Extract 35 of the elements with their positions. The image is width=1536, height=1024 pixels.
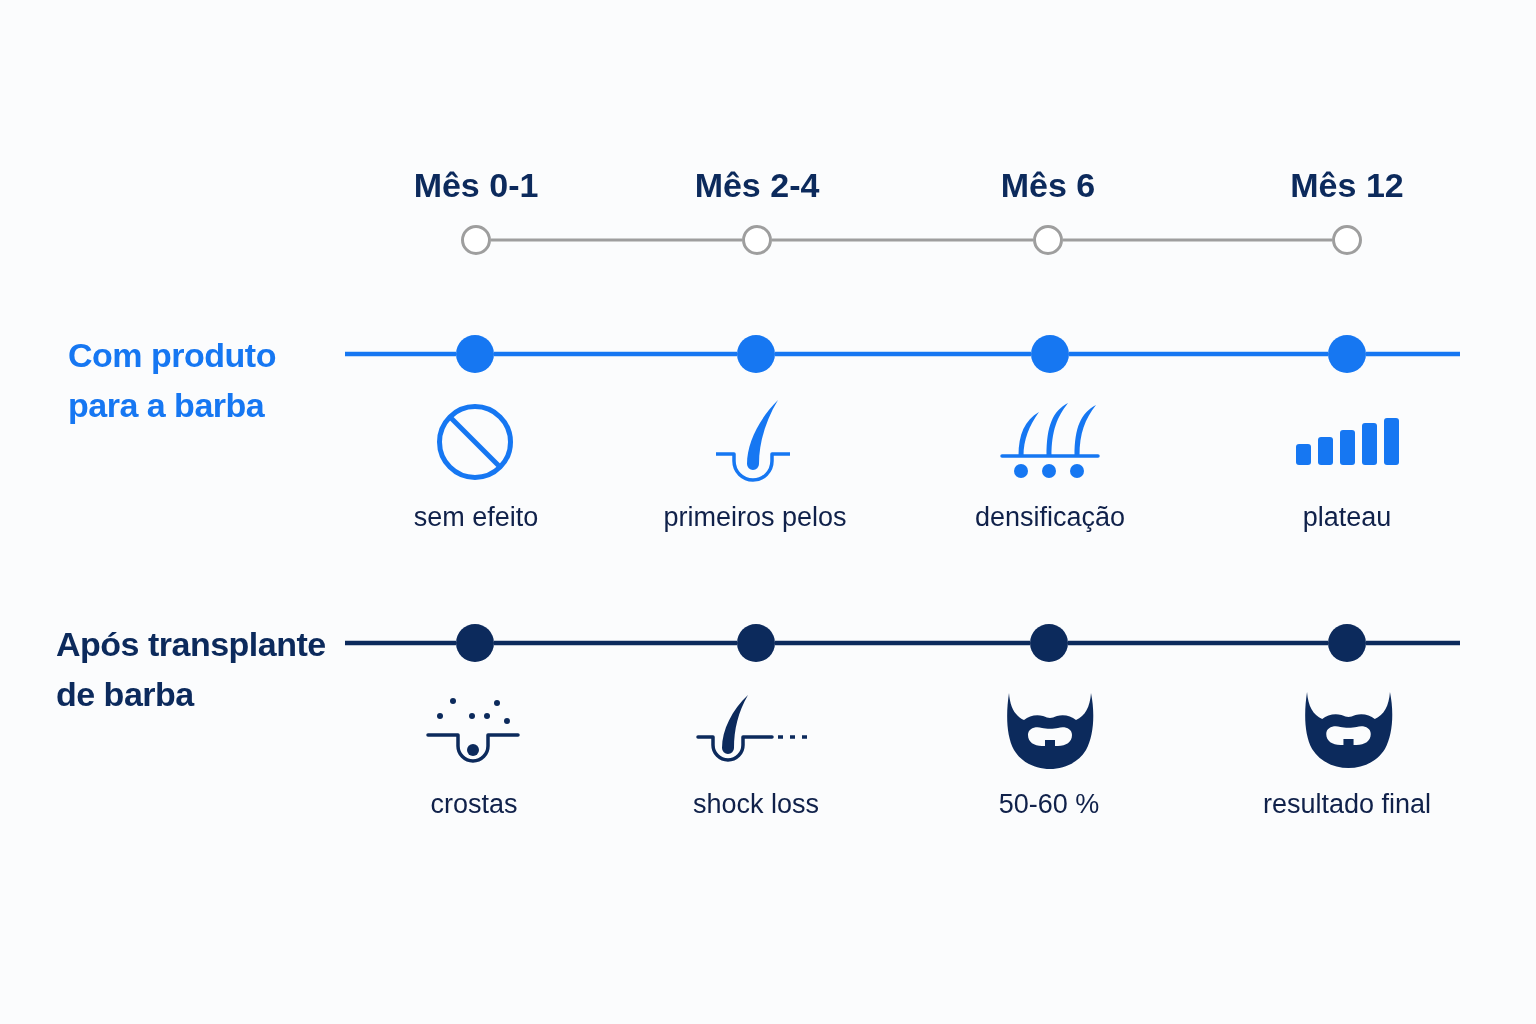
month-label: Mês 0-1 [413,165,539,205]
stage-caption: 50-60 % [998,788,1100,820]
timeline-line [491,238,742,242]
timeline-line [1063,238,1332,242]
row-heading: Após transplante de barba [56,624,327,715]
timeline-line [345,351,456,357]
timeline-line [1366,351,1460,357]
stage-caption: sem efeito [413,501,539,533]
stage-caption: crostas [430,788,518,820]
timeline-line [1068,640,1328,646]
timeline-line [775,640,1030,646]
stage-caption: densificação [974,501,1126,533]
month-label: Mês 6 [1000,165,1096,205]
timeline-line [345,640,456,646]
timeline-dot [1328,335,1366,373]
timeline-line [1069,351,1328,357]
stage-caption: primeiros pelos [663,501,847,533]
row-heading: Com produto para a barba [68,335,277,426]
timeline-dot [737,624,775,662]
timeline-dot [737,335,775,373]
timeline-dot [456,335,494,373]
timeline-line [494,640,737,646]
timeline-dot [1031,335,1069,373]
stage-caption: plateau [1302,501,1392,533]
stage-caption: shock loss [692,788,820,820]
timeline-line [1366,640,1460,646]
timeline-dot [456,624,494,662]
timeline-line [775,351,1031,357]
month-label: Mês 2-4 [694,165,820,205]
timeline-dot [1030,624,1068,662]
timeline-line [494,351,737,357]
stage-caption: resultado final [1262,788,1432,820]
timeline-dot [1328,624,1366,662]
month-label: Mês 12 [1290,165,1404,205]
timeline-line [772,238,1033,242]
